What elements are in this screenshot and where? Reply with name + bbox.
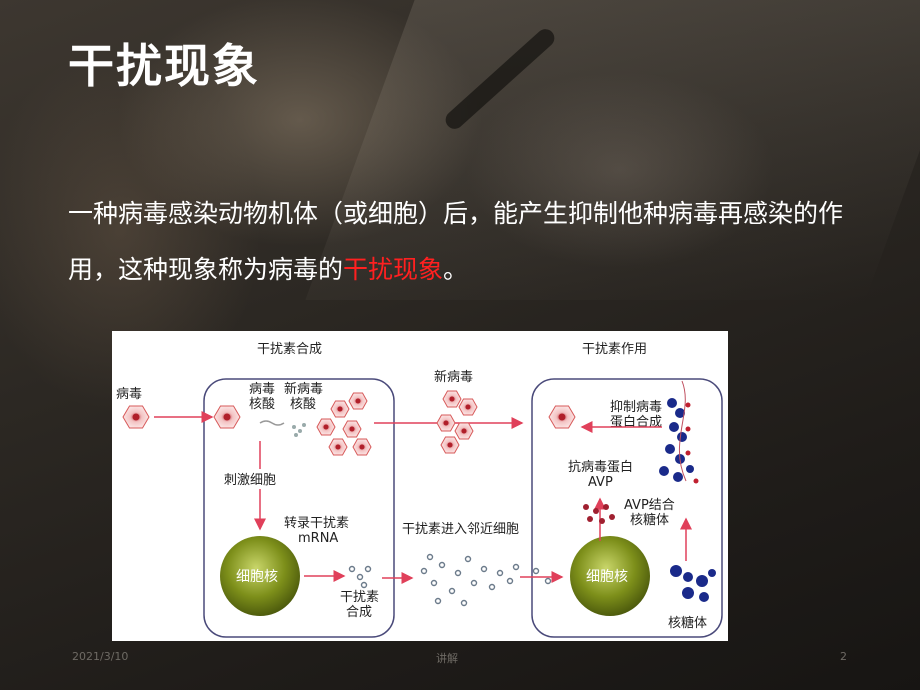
new-virus-cluster-in-cell (316, 392, 372, 456)
footer-page-number: 2 (840, 650, 847, 663)
nucleic-acid-strand (259, 420, 285, 426)
left-nucleus-label: 细胞核 (236, 569, 278, 585)
virus-entering-right-cell-icon (548, 405, 576, 429)
slide-body: 一种病毒感染动物机体（或细胞）后，能产生抑制他种病毒再感染的作用，这种现象称为病… (68, 186, 868, 298)
ifn-particles-between (420, 553, 520, 607)
virus-in-cell-icon (213, 405, 241, 429)
avp-ribosomes-upper (659, 398, 699, 484)
ifn-particles-right (532, 567, 552, 585)
ifn-synthesis-label: 干扰素合成 (340, 590, 379, 620)
ifn-enter-label: 干扰素进入邻近细胞 (402, 522, 519, 537)
right-nucleus-label: 细胞核 (586, 569, 628, 585)
viral-nucleic-acid-label: 病毒核酸 (249, 382, 275, 412)
right-cell-outline (531, 378, 723, 638)
avp-dots (583, 504, 615, 524)
ribosomes-bottom (670, 565, 716, 602)
stimulate-label-bg (220, 469, 300, 489)
virus-icon (122, 405, 150, 429)
slide-title: 干扰现象 (68, 39, 260, 93)
ifn-particles-left (348, 565, 372, 589)
nucleic-acid-dots (292, 423, 306, 437)
mrna-strand-right (678, 380, 687, 482)
avp-bind-label: AVP结合核糖体 (624, 498, 675, 528)
body-text-end: 。 (443, 255, 469, 284)
footer-date: 2021/3/10 (72, 650, 129, 663)
left-cell-outline (203, 378, 395, 638)
new-virus-label: 新病毒 (434, 369, 473, 385)
header-ifn-synthesis: 干扰素合成 (257, 342, 322, 357)
new-virus-cluster-outside (436, 390, 478, 454)
inhibit-protein-label: 抑制病毒蛋白合成 (610, 400, 662, 430)
body-highlight: 干扰现象 (343, 255, 444, 284)
ribosome-label: 核糖体 (668, 615, 707, 631)
footer-center: 讲解 (436, 652, 458, 665)
diagram-svg: 干扰素合成 干扰素作用 病毒 病毒核酸 新病毒核酸 新病毒 (116, 342, 723, 638)
new-viral-nucleic-acid-label: 新病毒核酸 (284, 381, 323, 412)
right-nucleus (570, 536, 650, 616)
virus-label: 病毒 (116, 387, 142, 402)
stimulate-cell-label: 刺激细胞 (224, 473, 276, 488)
interference-diagram: 干扰素合成 干扰素作用 病毒 病毒核酸 新病毒核酸 新病毒 (112, 331, 728, 641)
header-ifn-action: 干扰素作用 (582, 342, 647, 357)
left-nucleus (220, 536, 300, 616)
body-text-main: 一种病毒感染动物机体（或细胞）后，能产生抑制他种病毒再感染的作用，这种现象称为病… (68, 199, 844, 284)
